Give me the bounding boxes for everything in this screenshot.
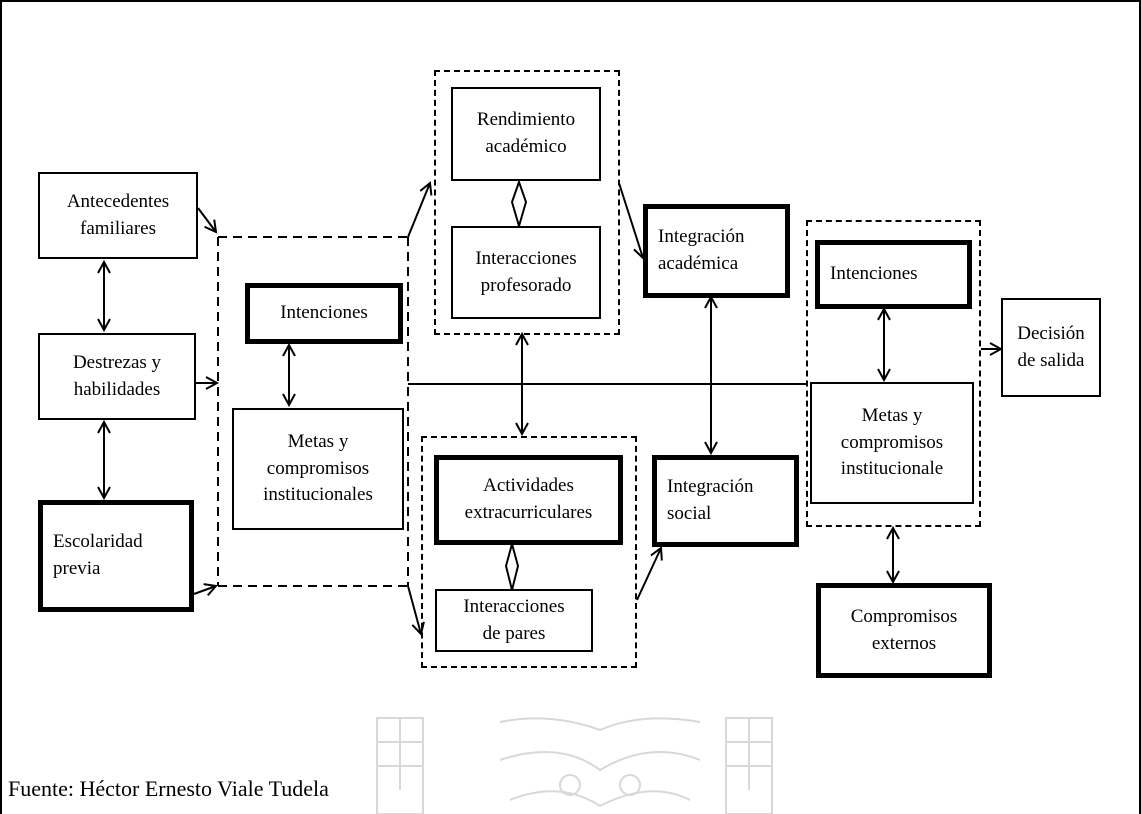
node-intenciones-right: Intenciones [815,240,972,309]
diamond-rendimiento [510,178,528,230]
node-intenciones-left: Intenciones [245,283,403,344]
arrow-to-academic-group [407,183,430,238]
node-decision-salida: Decisión de salida [1001,298,1101,397]
node-interacciones-pares: Interacciones de pares [435,589,593,652]
dashed-bracket-left [217,236,408,587]
node-metas-compromisos-right: Metas y compromisos institucionale [810,382,974,504]
group-social [421,436,637,668]
node-antecedentes-familiares: Antecedentes familiares [38,172,198,259]
node-escolaridad-previa: Escolaridad previa [38,500,194,612]
arrow-antecedentes-bracket [197,207,216,232]
arrow-to-social-group [407,585,421,634]
node-rendimiento-academico: Rendimiento académico [451,87,601,181]
node-actividades-extracurriculares: Actividades extracurriculares [434,455,623,545]
node-integracion-academica: Integración académica [643,204,790,298]
node-integracion-social: Integración social [652,455,799,547]
node-metas-compromisos-left: Metas y compromisos institucionales [232,408,404,530]
diamond-actividades [504,540,520,591]
node-destrezas-habilidades: Destrezas y habilidades [38,333,196,420]
node-interacciones-profesorado: Interacciones profesorado [451,226,601,319]
arrow-to-integracion-social [636,548,661,601]
node-compromisos-externos: Compromisos externos [816,583,992,678]
arrow-to-integracion-academica [618,182,643,258]
arrow-escolaridad-bracket [193,586,216,594]
source-caption: Fuente: Héctor Ernesto Viale Tudela [8,776,329,801]
